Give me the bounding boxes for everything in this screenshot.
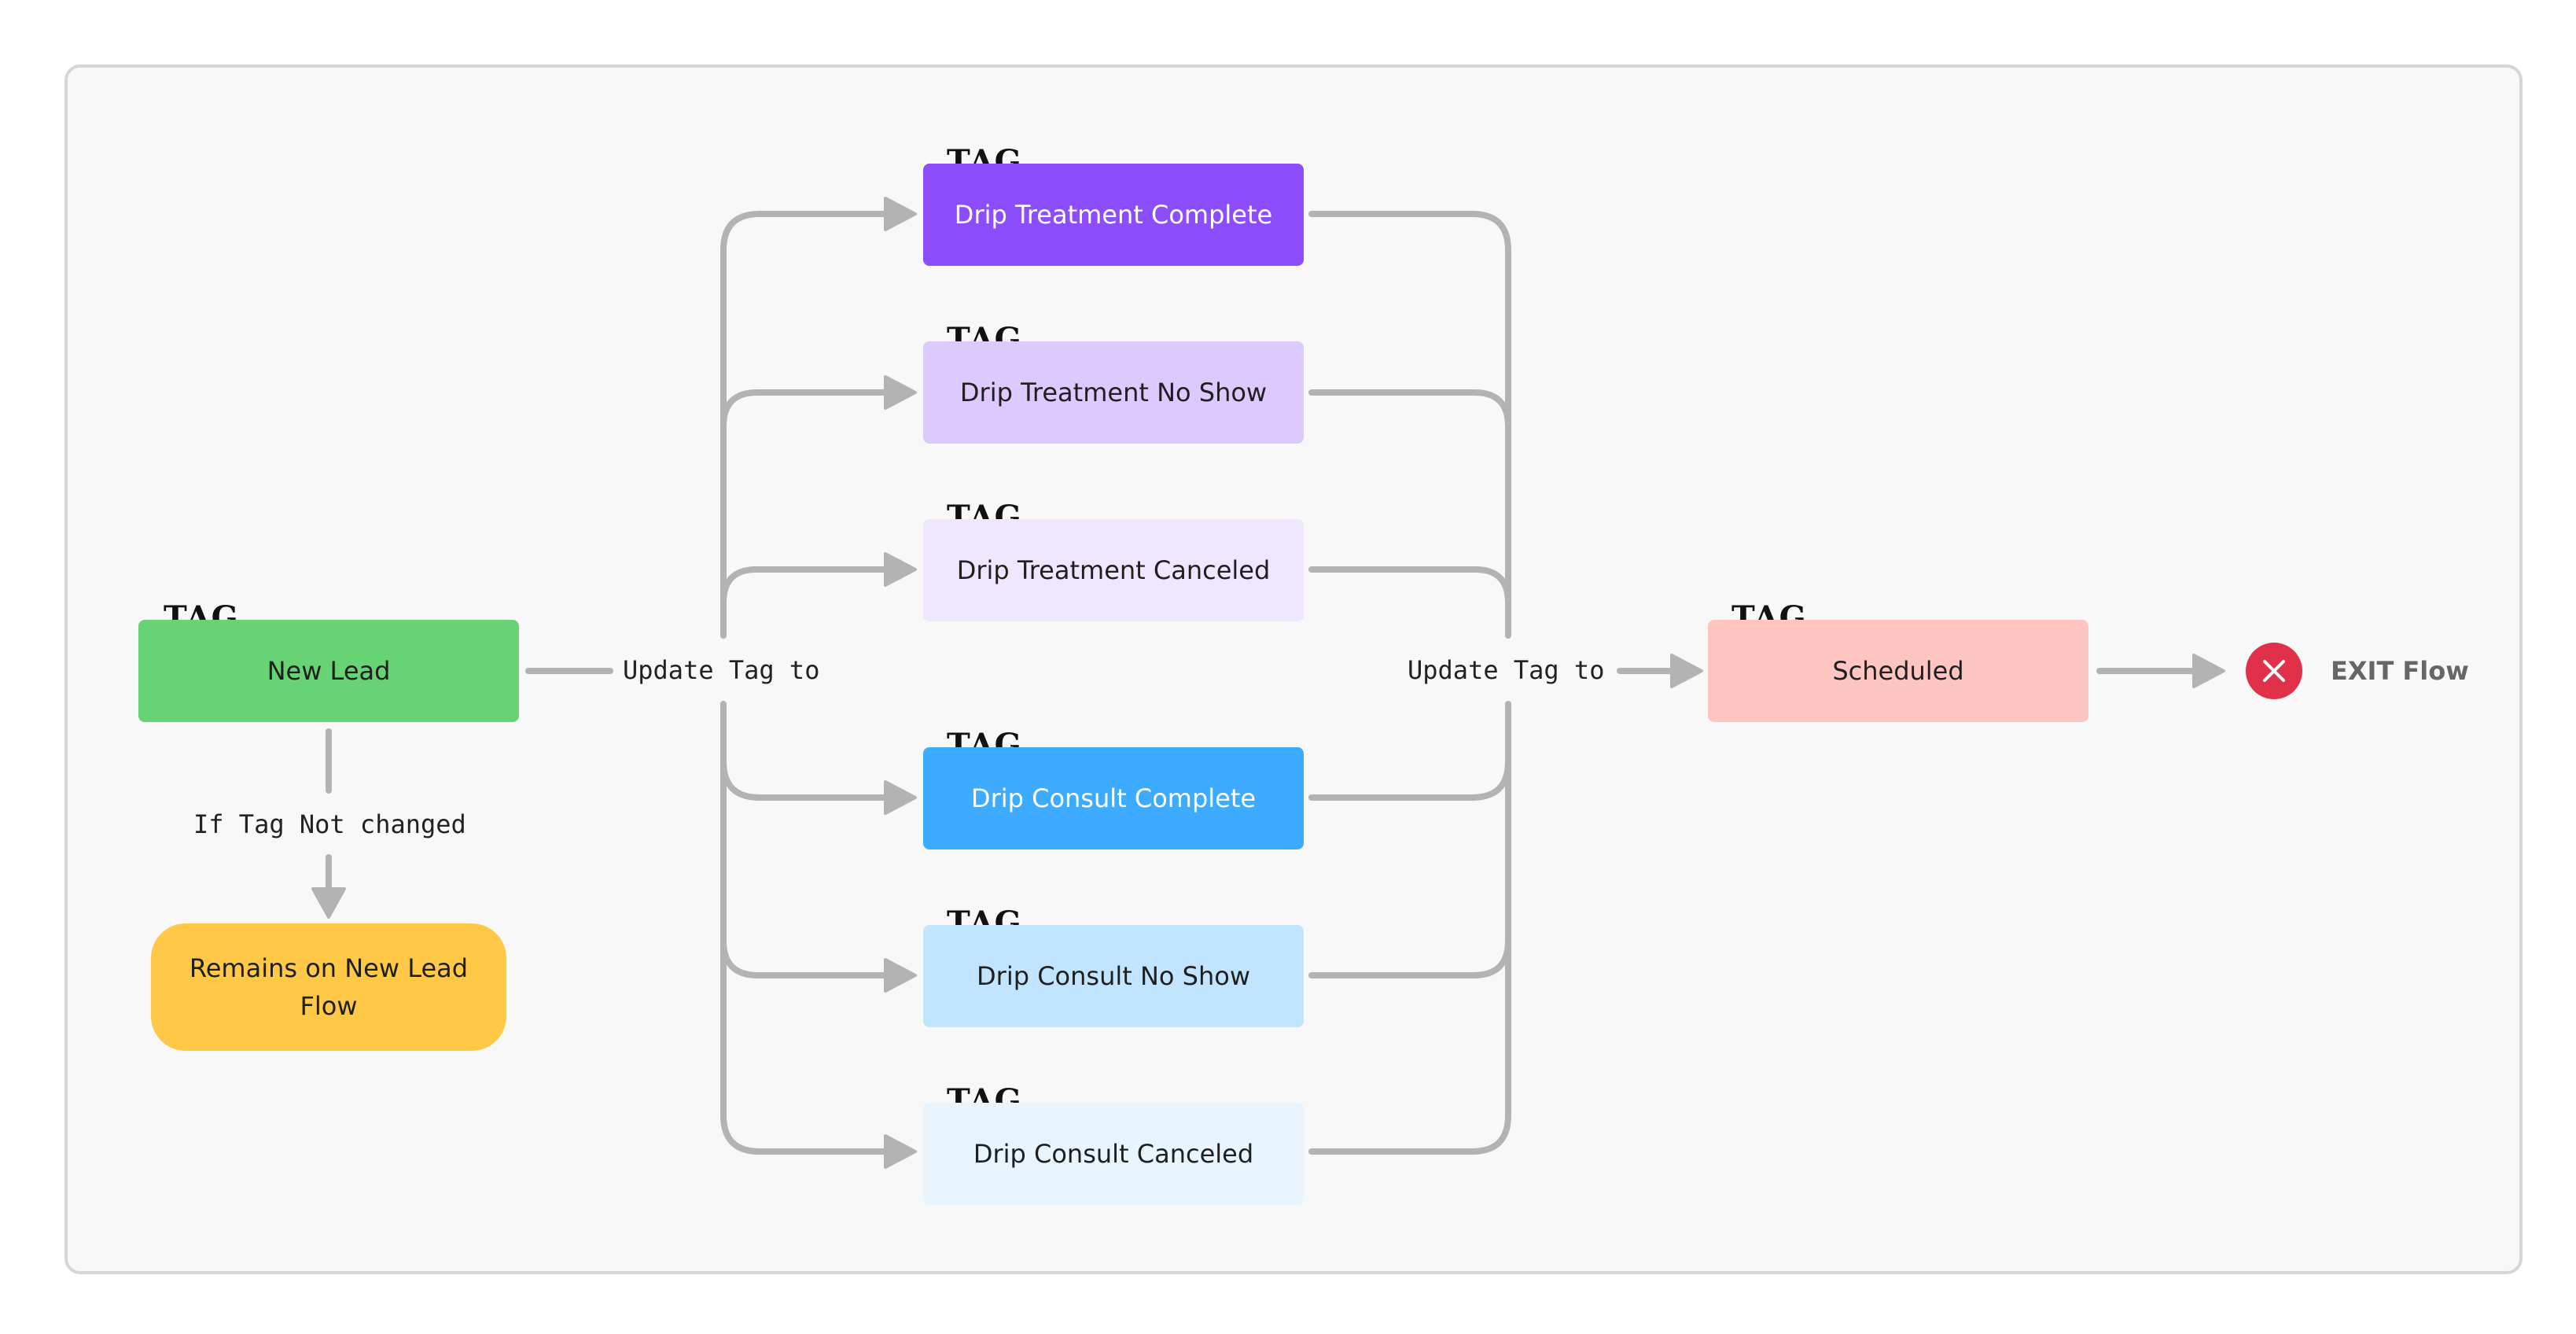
connector-right-spine-bottom <box>1308 701 1511 1155</box>
arrowhead <box>884 552 917 587</box>
branch-right-5 <box>1308 938 1511 978</box>
arrowhead <box>884 375 917 410</box>
branch-right-4 <box>1308 758 1511 801</box>
node-new-lead[interactable]: New Lead <box>138 620 519 722</box>
branch-left-2 <box>720 389 889 429</box>
node-remains-new-lead-flow[interactable]: Remains on New Lead Flow <box>151 923 506 1051</box>
arrowhead <box>1670 654 1703 688</box>
connector-right-spine-top <box>1308 211 1511 639</box>
arrowhead <box>311 887 346 919</box>
arrowhead <box>884 958 917 993</box>
arrowhead <box>884 197 917 231</box>
node-drip-treatment-canceled[interactable]: Drip Treatment Canceled <box>923 519 1304 621</box>
exit-flow-label: EXIT Flow <box>2331 656 2469 686</box>
arrowhead <box>2192 654 2225 688</box>
branch-left-4 <box>720 758 889 801</box>
edge-label-if-not-changed: If Tag Not changed <box>193 809 466 839</box>
connector-left-spine-top <box>720 211 889 639</box>
close-icon-glyph <box>2263 660 2285 682</box>
branch-right-2 <box>1308 389 1511 429</box>
close-icon[interactable] <box>2246 643 2302 699</box>
node-drip-consult-canceled[interactable]: Drip Consult Canceled <box>923 1103 1304 1205</box>
branch-left-5 <box>720 938 889 978</box>
connector-left-spine-bottom <box>720 701 889 1155</box>
node-drip-treatment-complete[interactable]: Drip Treatment Complete <box>923 164 1304 266</box>
edge-label-update-tag-right: Update Tag to <box>1408 655 1605 685</box>
edge-label-update-tag-left: Update Tag to <box>623 655 820 685</box>
node-drip-consult-complete[interactable]: Drip Consult Complete <box>923 747 1304 849</box>
node-scheduled[interactable]: Scheduled <box>1708 620 2088 722</box>
branch-left-3 <box>720 566 889 606</box>
branch-right-3 <box>1308 566 1511 606</box>
node-drip-treatment-no-show[interactable]: Drip Treatment No Show <box>923 341 1304 444</box>
node-drip-consult-no-show[interactable]: Drip Consult No Show <box>923 925 1304 1027</box>
arrowhead <box>884 780 917 815</box>
arrowhead <box>884 1134 917 1169</box>
